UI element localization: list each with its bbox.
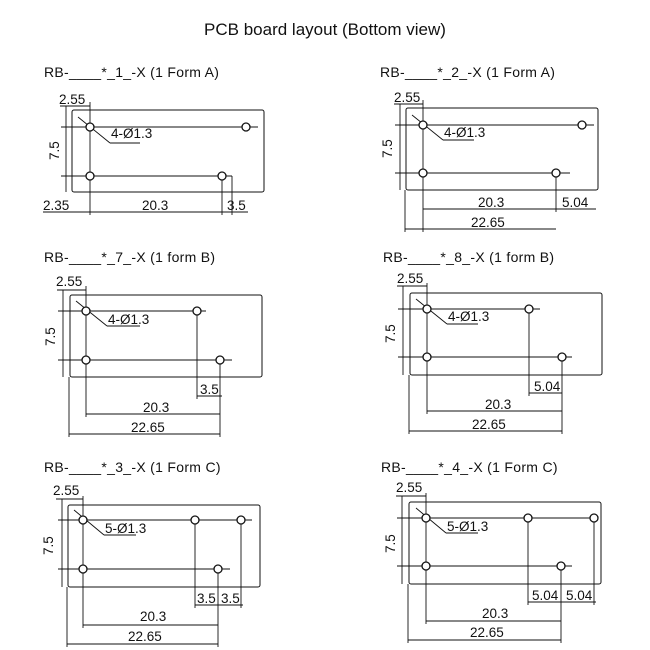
- dim-7-5: 7.5: [47, 141, 62, 160]
- pin-hole: [217, 171, 227, 181]
- panel-4-form-b: RB-____*_8_-X (1 form B) 2.55 4-Ø1.3 7.5…: [383, 249, 603, 434]
- dim-2-55: 2.55: [53, 483, 79, 498]
- dim-5-04-b: 5.04: [566, 588, 593, 603]
- dim-22-65: 22.65: [131, 420, 165, 435]
- pin-hole: [190, 515, 200, 525]
- dim-5-04: 5.04: [534, 379, 561, 394]
- pin-hole: [78, 564, 88, 574]
- hole-callout: 4-Ø1.3: [444, 125, 485, 140]
- dim-2-55: 2.55: [394, 90, 420, 105]
- dim-2-35: 2.35: [43, 198, 69, 213]
- pin-hole: [589, 513, 599, 523]
- relay-outline: [71, 109, 265, 193]
- pin-hole: [78, 515, 88, 525]
- dim-3-5-a: 3.5: [197, 591, 216, 606]
- pin-hole: [215, 355, 225, 365]
- relay-outline: [405, 107, 599, 191]
- pin-hole: [421, 561, 431, 571]
- dim-20-3: 20.3: [140, 609, 166, 624]
- pin-hole: [556, 561, 566, 571]
- pin-hole: [192, 306, 202, 316]
- pin-hole: [422, 352, 432, 362]
- dim-2-55: 2.55: [397, 271, 423, 286]
- dim-20-3: 20.3: [485, 397, 511, 412]
- dim-2-55: 2.55: [56, 274, 82, 289]
- hole-callout: 5-Ø1.3: [447, 519, 488, 534]
- pin-hole: [81, 355, 91, 365]
- panel-label: RB-____*_7_-X (1 form B): [44, 249, 215, 265]
- panel-5-form-c: RB-____*_3_-X (1 Form C) 2.55 5-Ø1.3 7.5…: [41, 459, 261, 647]
- pin-hole: [85, 171, 95, 181]
- dim-2-55: 2.55: [396, 480, 422, 495]
- hole-callout: 4-Ø1.3: [448, 309, 489, 324]
- dim-3-5: 3.5: [200, 382, 219, 397]
- dim-20-3: 20.3: [143, 400, 169, 415]
- dim-2-55: 2.55: [59, 92, 85, 107]
- relay-outline: [67, 504, 261, 588]
- hole-callout: 4-Ø1.3: [108, 312, 149, 327]
- pin-hole: [241, 122, 251, 132]
- relay-outline: [69, 294, 263, 378]
- pin-hole: [213, 564, 223, 574]
- dim-7-5: 7.5: [383, 324, 398, 343]
- dim-3-5: 3.5: [227, 198, 246, 213]
- panel-1-form-a: RB-____*_1_-X (1 Form A) 2.55 4-Ø1.3 7.5…: [43, 64, 265, 215]
- pin-hole: [85, 122, 95, 132]
- pin-hole: [418, 120, 428, 130]
- hole-callout: 5-Ø1.3: [105, 521, 146, 536]
- panel-label: RB-____*_2_-X (1 Form A): [380, 64, 555, 80]
- dim-20-3: 20.3: [478, 195, 504, 210]
- dim-3-5-b: 3.5: [221, 591, 240, 606]
- dim-7-5: 7.5: [43, 327, 58, 346]
- pin-hole: [81, 306, 91, 316]
- relay-outline: [408, 501, 602, 585]
- dim-22-65: 22.65: [470, 625, 504, 640]
- pin-hole: [557, 352, 567, 362]
- panel-label: RB-____*_3_-X (1 Form C): [44, 459, 221, 475]
- panel-6-form-c: RB-____*_4_-X (1 Form C) 2.55 5-Ø1.3 7.5…: [381, 459, 602, 643]
- dim-5-04-a: 5.04: [532, 588, 559, 603]
- panel-3-form-b: RB-____*_7_-X (1 form B) 2.55 4-Ø1.3 7.5…: [43, 249, 263, 437]
- panel-2-form-a: RB-____*_2_-X (1 Form A) 2.55 4-Ø1.3 7.5…: [380, 64, 599, 232]
- pin-hole: [236, 515, 246, 525]
- dim-7-5: 7.5: [41, 536, 56, 555]
- dim-7-5: 7.5: [383, 534, 398, 553]
- pin-hole: [421, 513, 431, 523]
- pin-hole: [418, 168, 428, 178]
- panel-label: RB-____*_4_-X (1 Form C): [381, 459, 558, 475]
- dim-5-04: 5.04: [562, 195, 589, 210]
- pin-hole: [422, 304, 432, 314]
- dim-22-65: 22.65: [128, 629, 162, 644]
- dim-20-3: 20.3: [482, 606, 508, 621]
- pin-hole: [551, 168, 561, 178]
- panel-label: RB-____*_8_-X (1 form B): [383, 249, 554, 265]
- hole-callout: 4-Ø1.3: [111, 126, 152, 141]
- pin-hole: [577, 120, 587, 130]
- dim-22-65: 22.65: [471, 215, 505, 230]
- dim-20-3: 20.3: [142, 198, 168, 213]
- relay-outline: [409, 292, 603, 376]
- pin-hole: [523, 513, 533, 523]
- diagram-title: PCB board layout (Bottom view): [204, 20, 446, 39]
- pin-hole: [524, 304, 534, 314]
- dim-22-65: 22.65: [472, 417, 506, 432]
- panel-label: RB-____*_1_-X (1 Form A): [44, 64, 219, 80]
- dim-7-5: 7.5: [380, 139, 395, 158]
